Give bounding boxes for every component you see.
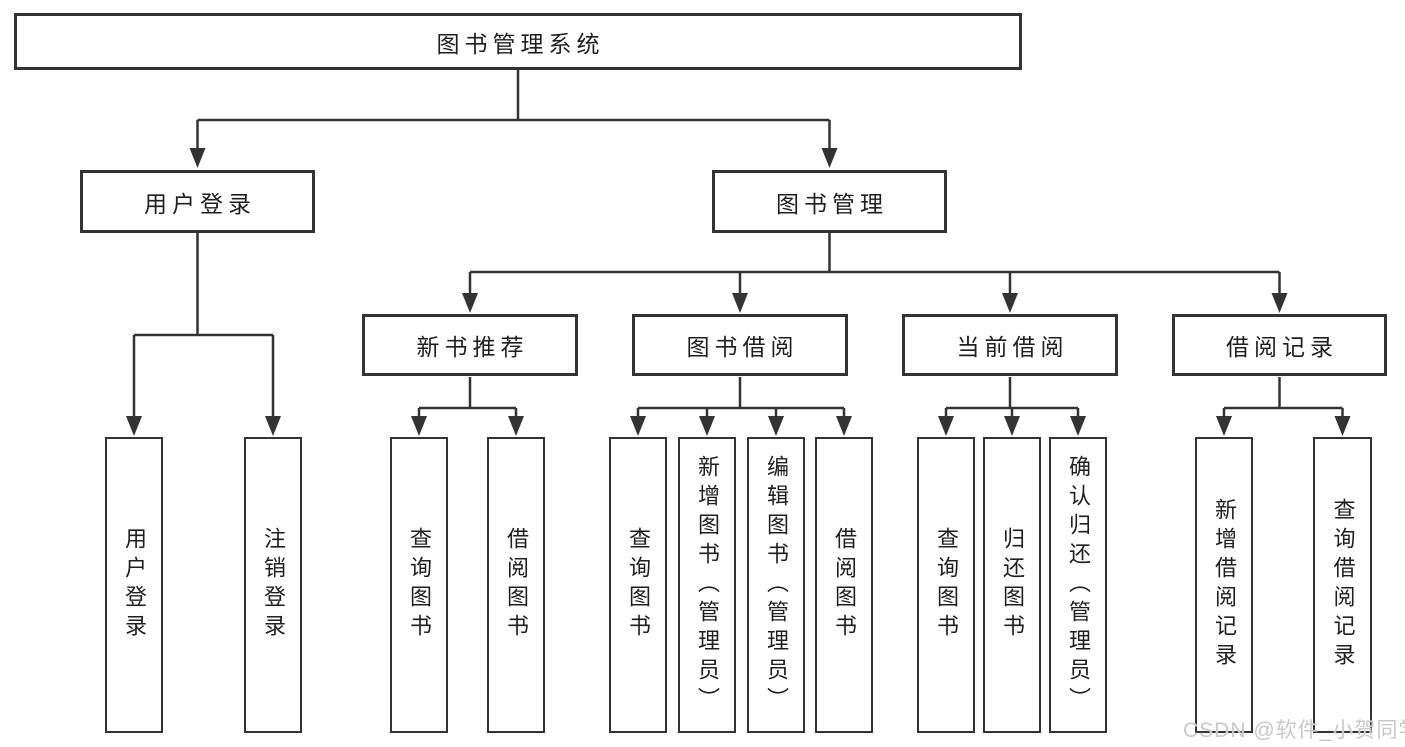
leaf-add-books-admin: 新增图书（管理员） bbox=[678, 437, 736, 733]
node-label: 新增借阅记录 bbox=[1212, 498, 1237, 672]
leaf-query-books-borrow: 查询图书 bbox=[609, 437, 667, 733]
connector-current-borrow bbox=[944, 377, 1080, 421]
leaf-edit-books-admin: 编辑图书（管理员） bbox=[747, 437, 805, 733]
leaf-logout: 注销登录 bbox=[244, 437, 302, 733]
node-label: 图书借阅 bbox=[686, 334, 799, 360]
leaf-borrow-books: 借阅图书 bbox=[815, 437, 873, 733]
arrow-icon bbox=[411, 416, 427, 436]
node-label: 用户登录 bbox=[144, 190, 256, 217]
node-label: 查询图书 bbox=[934, 527, 959, 643]
connector-new-book bbox=[417, 377, 518, 421]
node-current-borrowing: 当前借阅 bbox=[902, 314, 1118, 376]
connector-user-login bbox=[132, 233, 275, 421]
arrow-icon bbox=[821, 148, 838, 168]
node-label: 查询图书 bbox=[626, 527, 651, 643]
connector-book-borrow bbox=[636, 377, 846, 421]
node-library-system: 图书管理系统 bbox=[14, 13, 1022, 70]
connector-root bbox=[196, 70, 831, 152]
node-label: 归还图书 bbox=[1000, 527, 1025, 643]
node-label: 当前借阅 bbox=[956, 334, 1069, 360]
node-label: 确认归还（管理员） bbox=[1066, 454, 1091, 716]
leaf-query-books-current: 查询图书 bbox=[917, 437, 975, 733]
node-book-management-branch: 图书管理 bbox=[712, 170, 947, 233]
arrow-icon bbox=[265, 416, 281, 436]
arrow-icon bbox=[630, 416, 646, 436]
node-label: 图书管理系统 bbox=[436, 30, 605, 57]
node-new-book-recommendation: 新书推荐 bbox=[362, 314, 578, 376]
node-label: 新书推荐 bbox=[416, 334, 529, 360]
arrow-icon bbox=[938, 416, 954, 436]
node-book-borrowing: 图书借阅 bbox=[632, 314, 848, 376]
node-label: 图书管理 bbox=[776, 190, 888, 217]
arrow-icon bbox=[1004, 416, 1020, 436]
arrow-icon bbox=[836, 416, 852, 436]
connector-book-management bbox=[468, 233, 1281, 298]
arrow-icon bbox=[462, 293, 478, 313]
arrow-icon bbox=[699, 416, 715, 436]
node-label: 新增图书（管理员） bbox=[695, 454, 720, 716]
node-label: 用户登录 bbox=[122, 527, 147, 643]
node-label: 借阅记录 bbox=[1226, 334, 1338, 360]
connector-paths bbox=[132, 70, 1344, 421]
node-label: 注销登录 bbox=[261, 527, 286, 643]
arrow-icon bbox=[1334, 416, 1351, 436]
arrow-icon bbox=[1002, 293, 1018, 313]
arrowheads bbox=[126, 148, 1351, 436]
node-borrowing-records: 借阅记录 bbox=[1172, 314, 1387, 376]
leaf-add-borrow-record: 新增借阅记录 bbox=[1195, 437, 1253, 733]
arrow-icon bbox=[1070, 416, 1086, 436]
leaf-borrow-books-recommend: 借阅图书 bbox=[487, 437, 545, 733]
node-label: 借阅图书 bbox=[504, 527, 529, 643]
leaf-query-borrow-record: 查询借阅记录 bbox=[1313, 437, 1372, 733]
watermark-text: CSDN @软件_小贺同学 bbox=[1183, 719, 1405, 742]
arrow-icon bbox=[768, 416, 784, 436]
arrow-icon bbox=[126, 416, 142, 436]
node-label: 查询借阅记录 bbox=[1330, 498, 1356, 672]
arrow-icon bbox=[189, 148, 206, 168]
node-label: 借阅图书 bbox=[832, 527, 857, 643]
arrow-icon bbox=[732, 293, 748, 313]
connector-borrow-records bbox=[1222, 377, 1344, 421]
node-label: 编辑图书（管理员） bbox=[764, 454, 789, 716]
node-user-login-branch: 用户登录 bbox=[80, 170, 315, 233]
leaf-query-books-recommend: 查询图书 bbox=[390, 437, 448, 733]
leaf-return-books: 归还图书 bbox=[983, 437, 1041, 733]
arrow-icon bbox=[1271, 293, 1288, 313]
leaf-user-login: 用户登录 bbox=[105, 437, 163, 733]
leaf-confirm-return-admin: 确认归还（管理员） bbox=[1049, 437, 1107, 733]
node-label: 查询图书 bbox=[407, 527, 432, 643]
arrow-icon bbox=[508, 416, 524, 436]
arrow-icon bbox=[1216, 416, 1232, 436]
